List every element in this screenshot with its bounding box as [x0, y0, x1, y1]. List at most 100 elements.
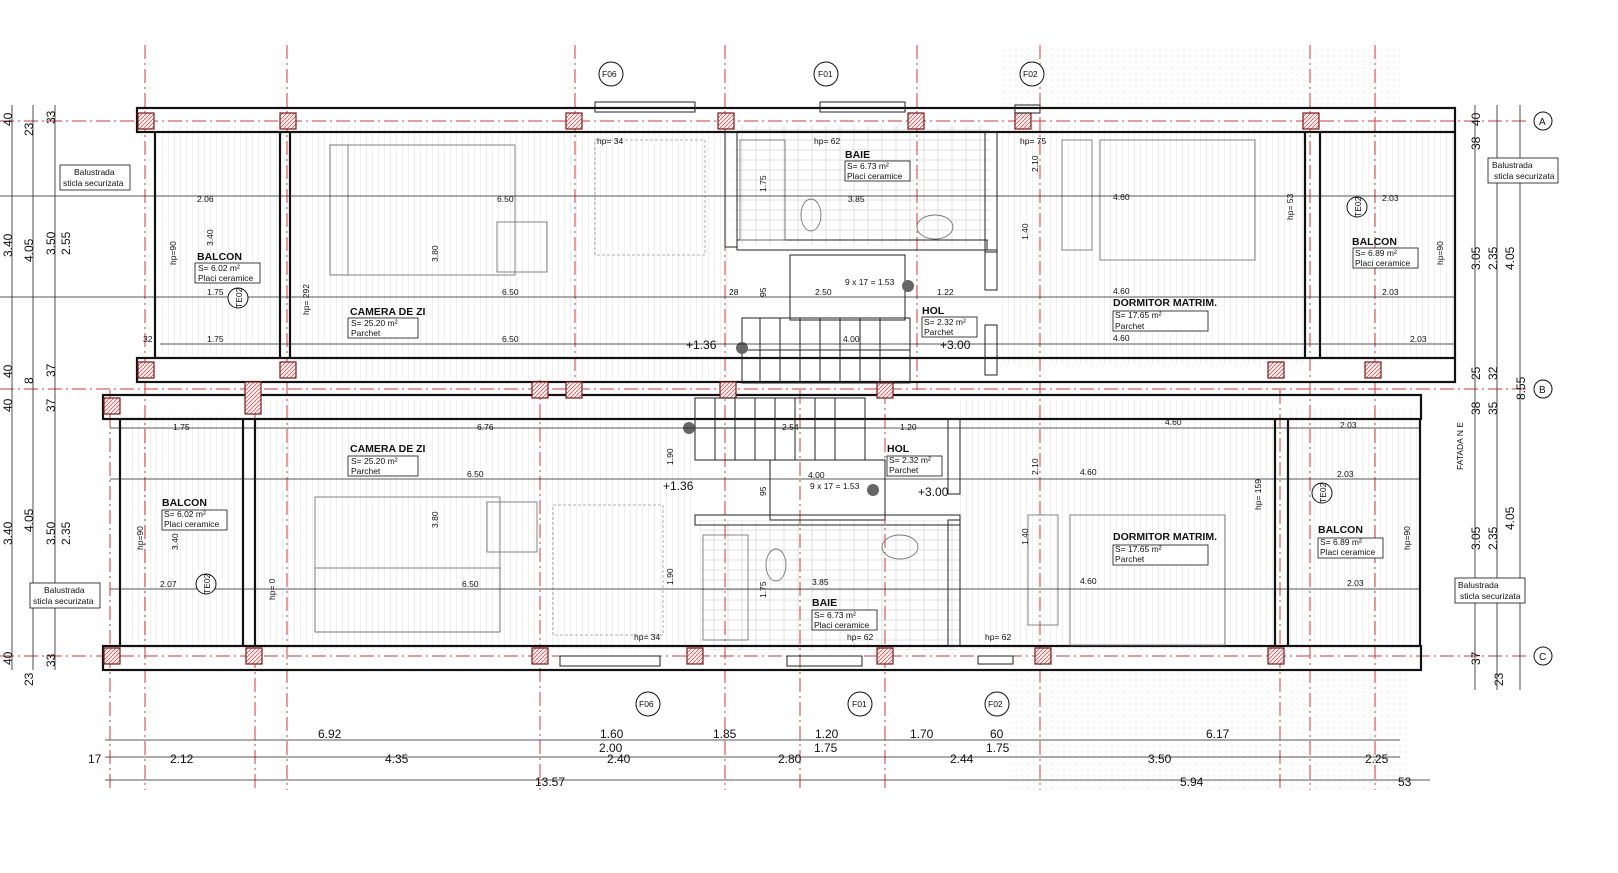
idim-b-385: 3.85	[812, 577, 829, 587]
idim-t-203b: 2.03	[1382, 287, 1399, 297]
dim-right-405a: 4.05	[1503, 246, 1517, 270]
dim-left-405b: 4.05	[22, 508, 36, 532]
idim-b-95: 95	[758, 486, 768, 496]
lower-apartment-walls	[101, 393, 1423, 672]
dim-bot-120: 1.20	[815, 727, 839, 741]
idim-b-190a: 1.90	[665, 448, 675, 465]
top-baie-area: S= 6.73 m²	[847, 161, 889, 171]
top-hol-area: S= 2.32 m²	[924, 317, 966, 327]
dim-right-305a: 3.05	[1469, 246, 1483, 270]
upper-apartment-walls	[135, 106, 1457, 384]
level-top-b: +3.00	[940, 338, 971, 352]
dim-right-38a: 38	[1469, 136, 1483, 150]
idim-t-460c: 4.60	[1113, 333, 1130, 343]
dim-right-40: 40	[1469, 112, 1483, 126]
balustrada-note-tl-2: sticla securizata	[63, 178, 124, 188]
dim-right-405b: 4.05	[1503, 506, 1517, 530]
top-balcon-right-finish: Placi ceramice	[1355, 258, 1411, 268]
door-tag-te02-br: TE02	[1318, 482, 1328, 503]
window-tag-f06-top: F06	[602, 69, 617, 79]
balustrada-note-bl-1: Balustrada	[44, 585, 85, 595]
bot-baie-name: BAIE	[812, 597, 837, 609]
staircases	[683, 254, 914, 521]
stair-top-note: 9 x 17 = 1.53	[845, 277, 895, 287]
sill-hp62-bot-a: hp= 62	[847, 632, 874, 642]
grid-axis-b: B	[1539, 385, 1546, 396]
sill-hp292: hp= 292	[301, 284, 311, 315]
top-balcon-right-name: BALCON	[1352, 236, 1397, 248]
top-balcon-left-name: BALCON	[197, 251, 242, 263]
idim-b-207: 2.07	[160, 579, 177, 589]
door-tag-te02-tr: TE02	[1353, 196, 1363, 217]
sill-hp0: hp= 0	[267, 578, 277, 600]
window-tag-f02-bot: F02	[988, 699, 1003, 709]
sill-hp62-bot-b: hp= 62	[985, 632, 1012, 642]
idim-b-190b: 1.90	[665, 568, 675, 585]
sill-hp90-br: hp=90	[1402, 526, 1412, 550]
dim-left-235: 2.35	[59, 521, 73, 545]
level-bot-b: +3.00	[918, 485, 949, 499]
dim-bot-617: 6.17	[1206, 727, 1230, 741]
idim-b-380: 3.80	[430, 511, 440, 528]
balustrada-note-tr-2: sticla securizata	[1494, 171, 1555, 181]
dim-bot-594: 5.94	[1180, 775, 1204, 789]
dim-right-23: 23	[1492, 672, 1506, 686]
terrace-top-right	[1000, 45, 1400, 107]
dim-bot-435: 4.35	[385, 752, 409, 766]
floor-finishes	[120, 125, 1455, 650]
dim-left-255: 2.55	[59, 231, 73, 255]
top-hol-name: HOL	[922, 305, 945, 317]
windows	[559, 101, 1041, 667]
idim-b-203c: 2.03	[1347, 578, 1364, 588]
window-tag-f06-bot: F06	[639, 699, 654, 709]
window-tag-f01-top: F01	[818, 69, 833, 79]
idim-t-400: 4.00	[843, 334, 860, 344]
top-camera-name: CAMERA DE ZI	[350, 306, 426, 318]
dim-bot-200: 2.00	[599, 741, 623, 755]
sill-hp90-bl: hp=90	[135, 526, 145, 550]
bot-balcon-right-finish: Placi ceramice	[1320, 547, 1376, 557]
dim-bot-280: 2.80	[778, 752, 802, 766]
bot-balcon-right-area: S= 6.89 m²	[1320, 537, 1362, 547]
bot-hol-name: HOL	[887, 443, 910, 455]
dim-bot-1357: 13.57	[535, 775, 565, 789]
dim-bot-225: 2.25	[1365, 752, 1389, 766]
sill-hp159: hp= 159	[1253, 479, 1263, 510]
bot-dormitor-area: S= 17.65 m²	[1115, 544, 1162, 554]
idim-t-175a: 1.75	[207, 287, 224, 297]
dim-right-855: 8.55	[1514, 376, 1528, 400]
sill-hp75-top: hp= 75	[1020, 136, 1047, 146]
idim-b-460a: 4.60	[1165, 417, 1182, 427]
bot-baie-area: S= 6.73 m²	[814, 610, 856, 620]
dim-left-350a: 3.50	[44, 231, 58, 255]
level-top-a: +1.36	[686, 338, 717, 352]
dim-bot-692: 6.92	[318, 727, 342, 741]
sill-hp90-tr: hp=90	[1435, 241, 1445, 265]
dim-bot-240: 2.40	[607, 752, 631, 766]
dim-bot-175b: 1.75	[986, 741, 1010, 755]
idim-t-380: 3.80	[430, 245, 440, 262]
idim-t-203a: 2.03	[1382, 193, 1399, 203]
window-tag-f01-bot: F01	[852, 699, 867, 709]
top-dormitor-name: DORMITOR MATRIM.	[1113, 297, 1217, 309]
top-balcon-left-area: S= 6.02 m²	[198, 263, 240, 273]
sill-hp62-top: hp= 62	[814, 136, 841, 146]
idim-t-206: 2.06	[197, 194, 214, 204]
idim-t-175c: 1.75	[758, 175, 768, 192]
idim-b-210: 2.10	[1030, 458, 1040, 475]
idim-b-175b: 1.75	[758, 581, 768, 598]
dim-left-33b: 33	[44, 653, 58, 667]
dim-bot-60: 60	[990, 727, 1004, 741]
dim-left-40c: 40	[1, 398, 15, 412]
bot-balcon-right-name: BALCON	[1318, 524, 1363, 536]
dim-left-340b: 3.40	[1, 521, 15, 545]
sill-hp34-bot: hp= 34	[634, 632, 661, 642]
top-balcon-right-area: S= 6.89 m²	[1355, 248, 1397, 258]
dim-left-405a: 4.05	[22, 238, 36, 262]
idim-t-650a: 6.50	[497, 194, 514, 204]
sill-hp90-tl: hp=90	[168, 241, 178, 265]
dim-left-340a: 3.40	[1, 233, 15, 257]
dim-left-33a: 33	[44, 110, 58, 124]
dim-bot-175a: 1.75	[814, 741, 838, 755]
grid-axis-c: C	[1539, 652, 1546, 663]
